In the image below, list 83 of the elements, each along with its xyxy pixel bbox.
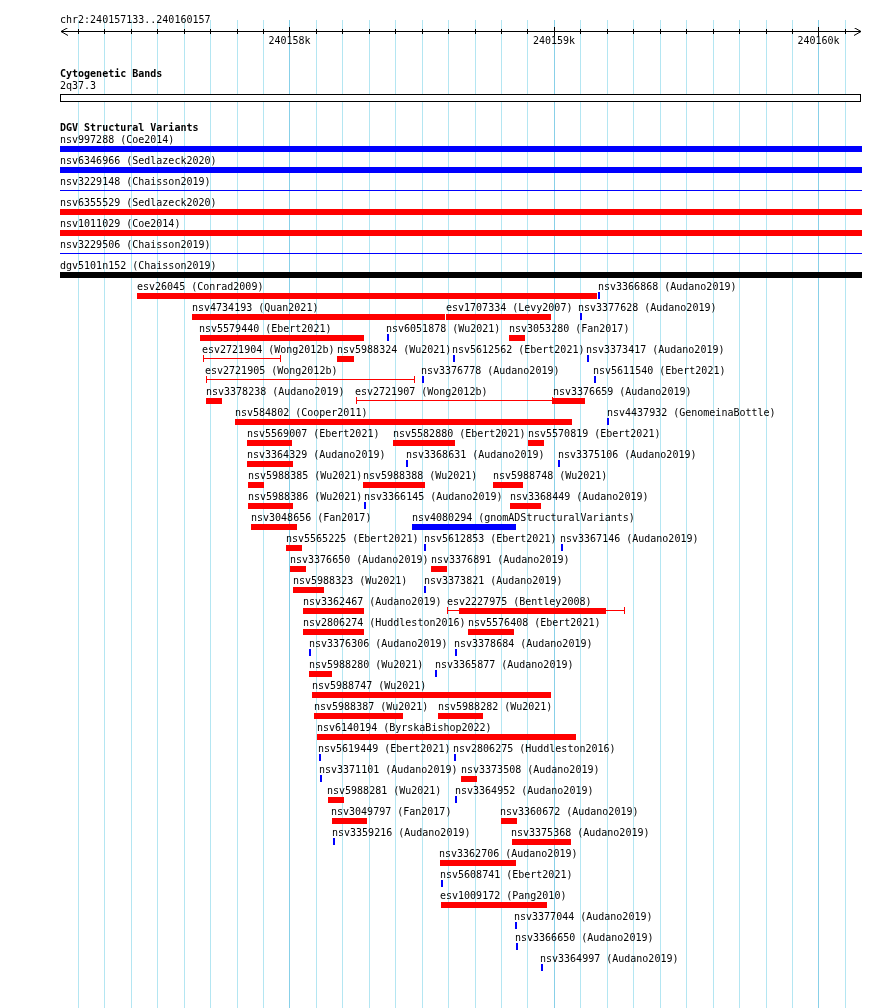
variant-label: nsv5988280 (Wu2021) <box>309 659 424 671</box>
variant-label: nsv5582880 (Ebert2021) <box>393 428 526 440</box>
variant-label: esv2721905 (Wong2012b) <box>205 365 338 377</box>
variant-label: nsv3049797 (Fan2017) <box>331 806 452 818</box>
track-title: Cytogenetic Bands <box>60 68 163 80</box>
variant-label: esv26045 (Conrad2009) <box>137 281 264 293</box>
variant-label: nsv5988387 (Wu2021) <box>314 701 429 713</box>
variant-label: nsv5988386 (Wu2021) <box>248 491 363 503</box>
variant-label: nsv5565225 (Ebert2021) <box>286 533 419 545</box>
variant-label: nsv3229148 (Chaisson2019) <box>60 176 211 188</box>
variant-label: nsv997288 (Coe2014) <box>60 134 175 146</box>
variant-label: nsv3376659 (Audano2019) <box>553 386 692 398</box>
variant-label: nsv5576408 (Ebert2021) <box>468 617 601 629</box>
variant-label: esv1707334 (Levy2007) <box>446 302 573 314</box>
variant-label: nsv5619449 (Ebert2021) <box>318 743 451 755</box>
variant-label: nsv3367146 (Audano2019) <box>560 533 699 545</box>
variant-label: nsv6346966 (Sedlazeck2020) <box>60 155 217 167</box>
variant-label: nsv3376778 (Audano2019) <box>421 365 560 377</box>
variant-label: nsv5988281 (Wu2021) <box>327 785 442 797</box>
variant-label: nsv3048656 (Fan2017) <box>251 512 372 524</box>
variant-label: nsv3373821 (Audano2019) <box>424 575 563 587</box>
variant-label: nsv2806274 (Huddleston2016) <box>303 617 466 629</box>
variant-label: nsv3364329 (Audano2019) <box>247 449 386 461</box>
variant-label: nsv3229506 (Chaisson2019) <box>60 239 211 251</box>
variant-label: nsv2806275 (Huddleston2016) <box>453 743 616 755</box>
variant-label: nsv4437932 (GenomeinaBottle) <box>607 407 776 419</box>
variant-label: nsv5570819 (Ebert2021) <box>528 428 661 440</box>
variant-label: nsv3368449 (Audano2019) <box>510 491 649 503</box>
band-label: 2q37.3 <box>60 80 97 92</box>
variant-label: nsv5612853 (Ebert2021) <box>424 533 557 545</box>
variant-label: nsv3053280 (Fan2017) <box>509 323 630 335</box>
variant-label: nsv3366650 (Audano2019) <box>515 932 654 944</box>
variant-label: nsv6051878 (Wu2021) <box>386 323 501 335</box>
variant-label: nsv3364952 (Audano2019) <box>455 785 594 797</box>
variant-label: nsv3375368 (Audano2019) <box>511 827 650 839</box>
variant-label: nsv3377628 (Audano2019) <box>578 302 717 314</box>
tick-label: 240159k <box>532 35 576 47</box>
variant-label: nsv5608741 (Ebert2021) <box>440 869 573 881</box>
variant-label: nsv5569007 (Ebert2021) <box>247 428 380 440</box>
variant-label: esv2721904 (Wong2012b) <box>202 344 335 356</box>
variant-label: nsv3377044 (Audano2019) <box>514 911 653 923</box>
variant-label: nsv5988748 (Wu2021) <box>493 470 608 482</box>
tick-label: 240158k <box>268 35 311 47</box>
variant-label: nsv3378684 (Audano2019) <box>454 638 593 650</box>
variant-label: nsv3371101 (Audano2019) <box>319 764 458 776</box>
variant-label: nsv6355529 (Sedlazeck2020) <box>60 197 217 209</box>
variant-label: nsv5988385 (Wu2021) <box>248 470 363 482</box>
variant-label: nsv3366145 (Audano2019) <box>364 491 503 503</box>
variant-label: nsv3373508 (Audano2019) <box>461 764 600 776</box>
variant-label: nsv5611540 (Ebert2021) <box>593 365 726 377</box>
variant-label: nsv5988282 (Wu2021) <box>438 701 553 713</box>
track-title: DGV Structural Variants <box>60 122 199 134</box>
variant-label: nsv3365877 (Audano2019) <box>435 659 574 671</box>
variant-label: nsv5612562 (Ebert2021) <box>452 344 585 356</box>
variant-label: nsv3362706 (Audano2019) <box>439 848 578 860</box>
variant-label: nsv5988324 (Wu2021) <box>337 344 452 356</box>
variant-label: nsv3378238 (Audano2019) <box>206 386 345 398</box>
variant-label: nsv3360672 (Audano2019) <box>500 806 639 818</box>
variant-label: nsv3359216 (Audano2019) <box>332 827 471 839</box>
variant-label: esv1009172 (Pang2010) <box>440 890 567 902</box>
variant-label: nsv6140194 (ByrskaBishop2022) <box>317 722 492 734</box>
variant-label: dgv5101n152 (Chaisson2019) <box>60 260 217 272</box>
variant-label: nsv3376650 (Audano2019) <box>290 554 429 566</box>
variant-label: esv2227975 (Bentley2008) <box>447 596 592 608</box>
variant-label: nsv3376306 (Audano2019) <box>309 638 448 650</box>
variant-label: nsv584802 (Cooper2011) <box>235 407 368 419</box>
coordinate-label: chr2:240157133..240160157 <box>60 14 211 26</box>
variant-label: nsv4734193 (Quan2021) <box>192 302 319 314</box>
variant-label: nsv5988388 (Wu2021) <box>363 470 478 482</box>
variant-label: nsv4080294 (gnomADStructuralVariants) <box>412 512 635 524</box>
variant-label: nsv3366868 (Audano2019) <box>598 281 737 293</box>
variant-label: nsv3364997 (Audano2019) <box>540 953 679 965</box>
variant-label: nsv3368631 (Audano2019) <box>406 449 545 461</box>
variant-label: nsv5579440 (Ebert2021) <box>199 323 332 335</box>
variant-label: nsv3376891 (Audano2019) <box>431 554 570 566</box>
variant-label: nsv5988747 (Wu2021) <box>312 680 427 692</box>
variant-label: nsv5988323 (Wu2021) <box>293 575 408 587</box>
tick-label: 240160k <box>797 35 840 47</box>
variant-label: nsv3362467 (Audano2019) <box>303 596 442 608</box>
variant-label: nsv3375106 (Audano2019) <box>558 449 697 461</box>
variant-label: esv2721907 (Wong2012b) <box>355 386 488 398</box>
variant-label: nsv1011029 (Coe2014) <box>60 218 181 230</box>
variant-label: nsv3373417 (Audano2019) <box>586 344 725 356</box>
